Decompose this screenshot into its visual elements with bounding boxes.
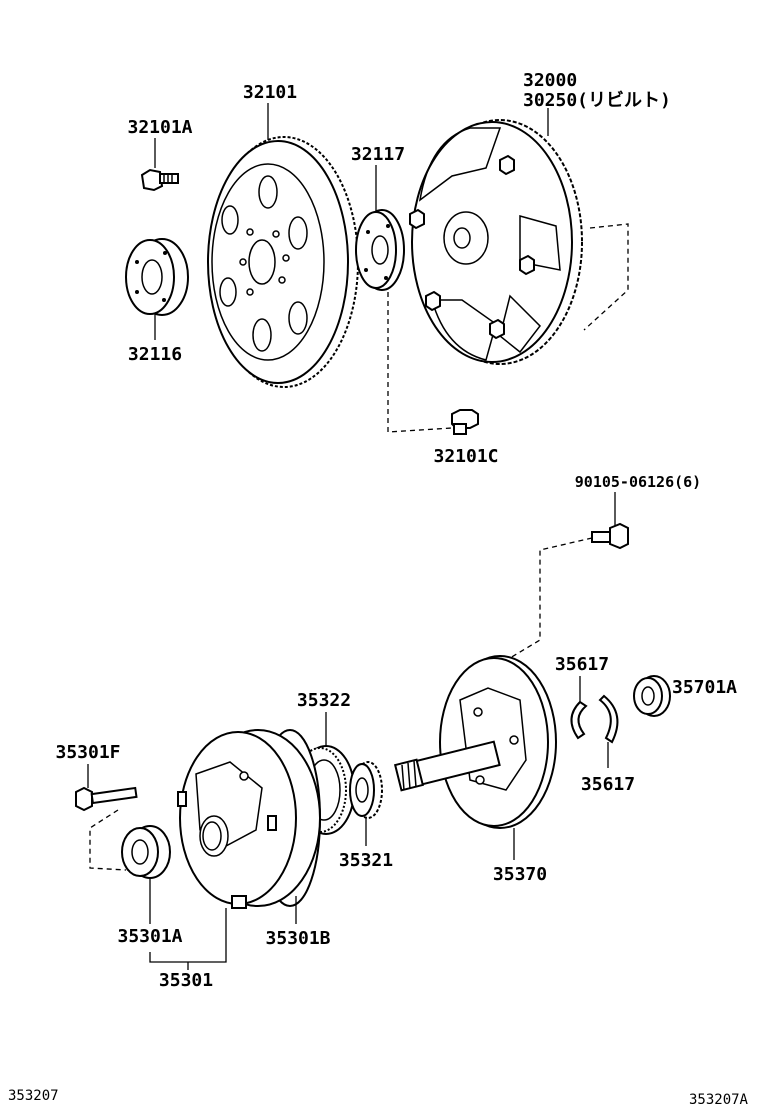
label-90105-06126: 90105-06126(6) <box>575 473 701 491</box>
label-32101: 32101 <box>243 82 297 103</box>
bolt-35301F <box>75 786 138 812</box>
bolt-32101C <box>451 409 479 435</box>
label-32117: 32117 <box>351 144 405 165</box>
drive-plate-32101 <box>207 136 359 388</box>
label-35321: 35321 <box>339 850 393 871</box>
torque-converter-32000 <box>409 119 583 365</box>
label-35617-top: 35617 <box>555 654 609 675</box>
bolt-32101A <box>140 168 179 192</box>
label-35301B: 35301B <box>265 928 330 949</box>
seal-35701A <box>633 675 671 717</box>
snap-ring-35617-b <box>598 694 619 744</box>
stator-shaft-35370 <box>393 655 557 829</box>
label-35617-bottom: 35617 <box>581 774 635 795</box>
label-35301A: 35301A <box>117 926 182 947</box>
drive-gear-35321 <box>349 761 383 819</box>
label-35370: 35370 <box>493 864 547 885</box>
label-30250: 30250(リビルト) <box>523 90 671 111</box>
label-35322: 35322 <box>297 690 351 711</box>
footer-code-right: 353207A <box>689 1092 749 1108</box>
plate-32117 <box>355 209 405 291</box>
label-32000: 32000 <box>523 70 577 91</box>
snap-ring-35617-a <box>570 700 588 740</box>
dash-32000-outline <box>583 223 629 331</box>
dash-32101C <box>387 292 453 433</box>
dash-35301F <box>89 809 127 871</box>
footer-code-left: 353207 <box>8 1088 59 1104</box>
label-32101C: 32101C <box>433 446 498 467</box>
seal-35301A <box>121 825 171 879</box>
spacer-32116 <box>125 238 189 316</box>
label-35301F: 35301F <box>55 742 120 763</box>
label-35701A: 35701A <box>672 677 737 698</box>
bolt-90105-06126 <box>591 522 629 550</box>
oil-pump-body-35301 <box>177 729 321 909</box>
label-32116: 32116 <box>128 344 182 365</box>
label-32101A: 32101A <box>127 117 192 138</box>
dash-90105 <box>499 537 593 665</box>
label-35301: 35301 <box>159 970 213 991</box>
